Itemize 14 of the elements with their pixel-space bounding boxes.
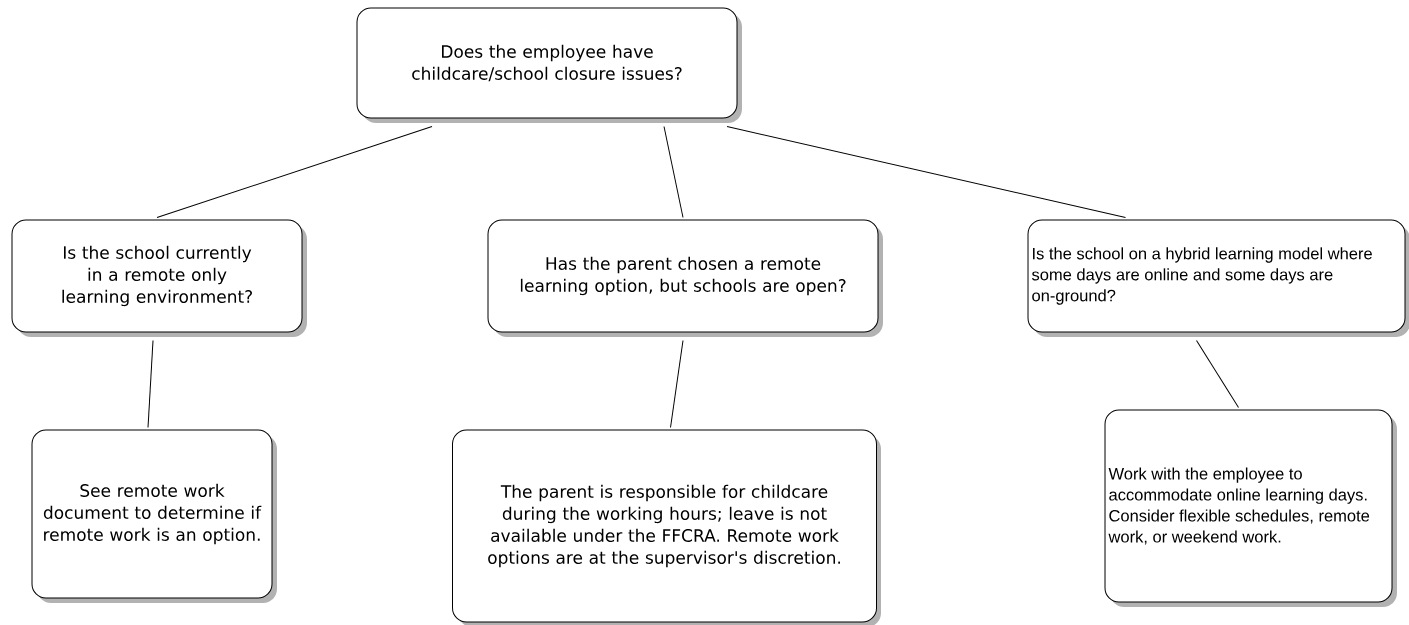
connector-line bbox=[726, 126, 1126, 218]
question-box: Is the school on a hybrid learning model where some days are online and some days are on-ground? bbox=[1027, 219, 1409, 337]
node-label: The parent is responsible for childcare during the working hours; leave is not available under the FFCRA. Remote work options are at the supervisor's discretion. bbox=[488, 484, 841, 568]
question-box: Work with the employee to accommodate online learning days. Consider flexible schedules, remote work, or weekend work. bbox=[1104, 409, 1397, 607]
connector-line bbox=[156, 126, 433, 218]
question-box: The parent is responsible for childcare during the working hours; leave is not available under the FFCRA. Remote work options are at the supervisor's discretion. bbox=[452, 429, 881, 625]
connector-line bbox=[663, 126, 684, 218]
question-box: Does the employee have childcare/school closure issues? bbox=[356, 7, 742, 123]
connector-line bbox=[147, 340, 154, 428]
connector-line bbox=[1196, 340, 1239, 408]
connector-line bbox=[670, 340, 684, 428]
question-box: Has the parent chosen a remote learning option, but schools are open? bbox=[487, 219, 883, 337]
question-box: See remote work document to determine if remote work is an option. bbox=[31, 429, 277, 603]
question-box: Is the school currently in a remote only learning environment? bbox=[11, 219, 307, 337]
